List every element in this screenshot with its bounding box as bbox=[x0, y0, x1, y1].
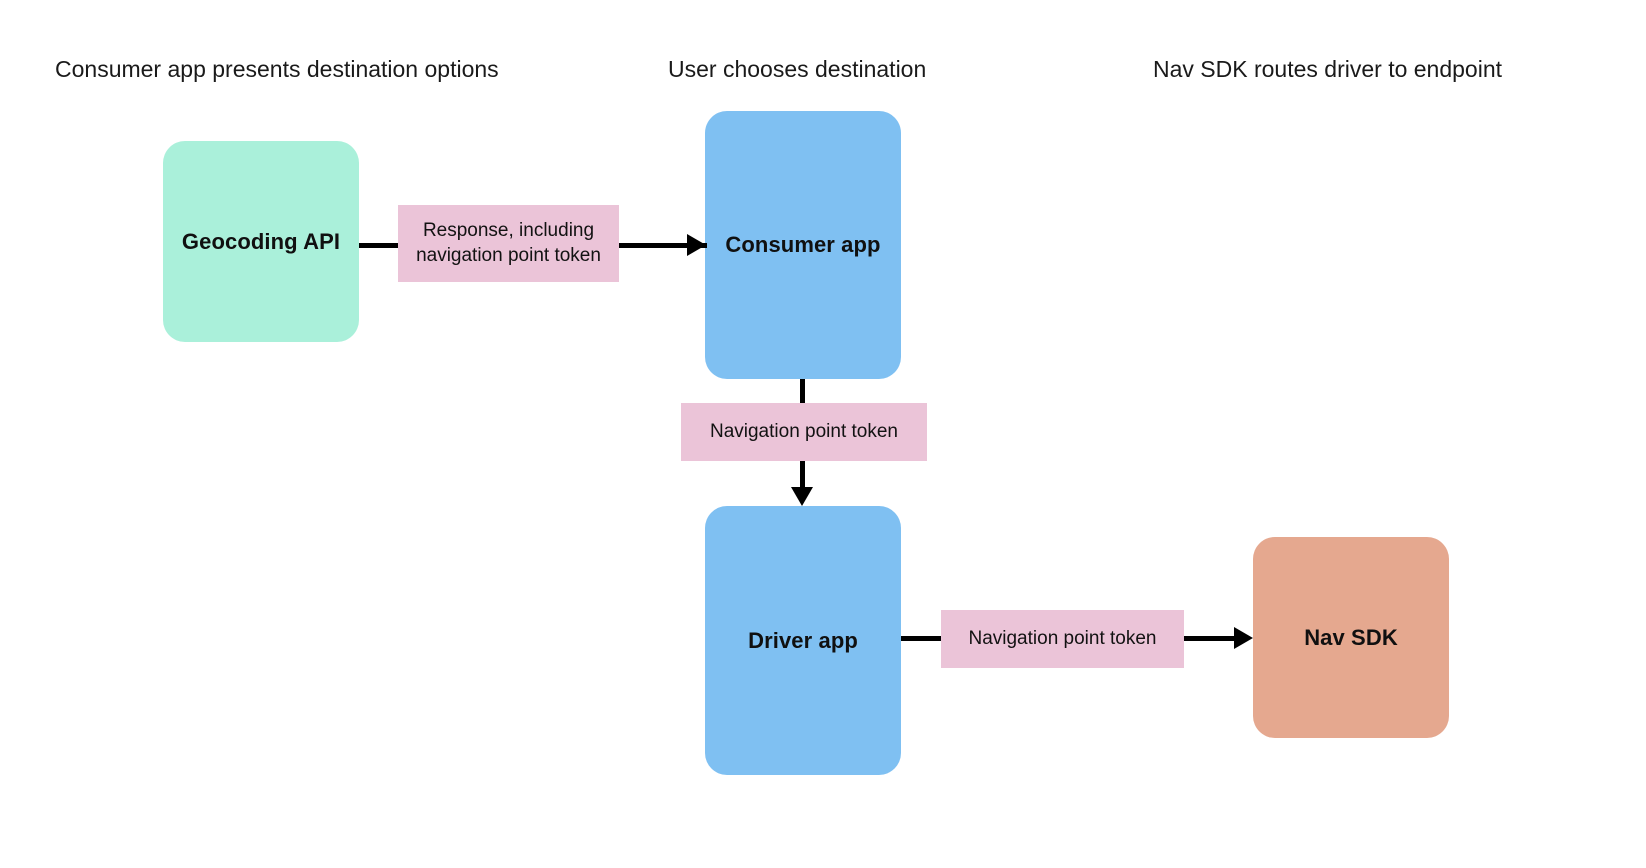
edge-label-navigation-point-token-consumer-driver: Navigation point token bbox=[681, 403, 927, 461]
edge-label-navigation-point-token-driver-navsdk-text: Navigation point token bbox=[968, 627, 1157, 649]
edge-label-navigation-point-token-driver-navsdk: Navigation point token bbox=[941, 610, 1184, 668]
node-geocoding-api-label: Geocoding API bbox=[181, 228, 341, 254]
edge-label-navigation-point-token-consumer-driver-text: Navigation point token bbox=[709, 420, 898, 442]
arrowhead-consumer-to-driver-icon bbox=[791, 487, 813, 506]
edge-label-response-text: Response, including navigation point tok… bbox=[416, 220, 601, 266]
node-consumer-app-label: Consumer app bbox=[725, 232, 881, 258]
column-heading-user-chooses-destination: User chooses destination bbox=[668, 56, 927, 82]
arrowhead-geocoding-to-consumer-icon bbox=[687, 234, 706, 256]
node-nav-sdk[interactable]: Nav SDK bbox=[1253, 537, 1449, 738]
column-heading-consumer-app-presents-destination-options: Consumer app presents destination option… bbox=[55, 56, 499, 82]
edge-label-response-including-navigation-point-token: Response, including navigation point tok… bbox=[398, 205, 619, 282]
node-geocoding-api[interactable]: Geocoding API bbox=[163, 141, 359, 342]
column-heading-nav-sdk-routes-driver-to-endpoint: Nav SDK routes driver to endpoint bbox=[1153, 56, 1503, 82]
node-driver-app-label: Driver app bbox=[748, 627, 858, 653]
node-driver-app[interactable]: Driver app bbox=[705, 506, 901, 775]
node-consumer-app[interactable]: Consumer app bbox=[705, 111, 901, 379]
arrowhead-driver-to-navsdk-icon bbox=[1234, 627, 1253, 649]
node-nav-sdk-label: Nav SDK bbox=[1304, 624, 1398, 650]
